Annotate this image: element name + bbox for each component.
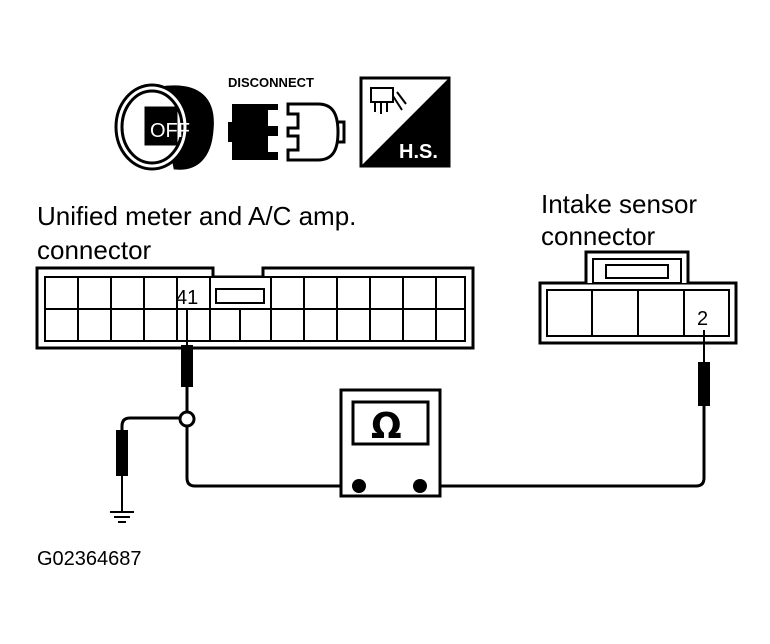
right-pin-number: 2 bbox=[697, 308, 708, 330]
ohmmeter bbox=[339, 388, 442, 498]
left-connector-label-line2: connector bbox=[37, 235, 152, 265]
left-test-probe bbox=[181, 310, 193, 412]
test-wires bbox=[120, 416, 706, 488]
wire-junction bbox=[178, 410, 196, 428]
disconnect-text: DISCONNECT bbox=[228, 75, 314, 90]
unified-meter-connector bbox=[35, 266, 475, 350]
ground-probe bbox=[110, 430, 134, 523]
right-connector-label-line2: connector bbox=[541, 221, 656, 251]
figure-code: G02364687 bbox=[37, 548, 142, 570]
hs-text: H.S. bbox=[399, 141, 438, 163]
right-test-probe bbox=[698, 330, 710, 470]
left-pin-number: 41 bbox=[176, 287, 198, 309]
ignition-off-text: OFF bbox=[150, 120, 190, 142]
ohm-symbol: Ω bbox=[371, 406, 402, 447]
right-connector-label-line1: Intake sensor bbox=[541, 189, 698, 219]
ignition-key-off-icon: OFF bbox=[114, 83, 214, 171]
left-connector-label-line1: Unified meter and A/C amp. bbox=[37, 201, 357, 231]
harness-side-icon: H.S. bbox=[359, 76, 451, 168]
disconnect-connector-icon: DISCONNECT bbox=[228, 75, 346, 162]
intake-sensor-connector bbox=[538, 250, 738, 345]
